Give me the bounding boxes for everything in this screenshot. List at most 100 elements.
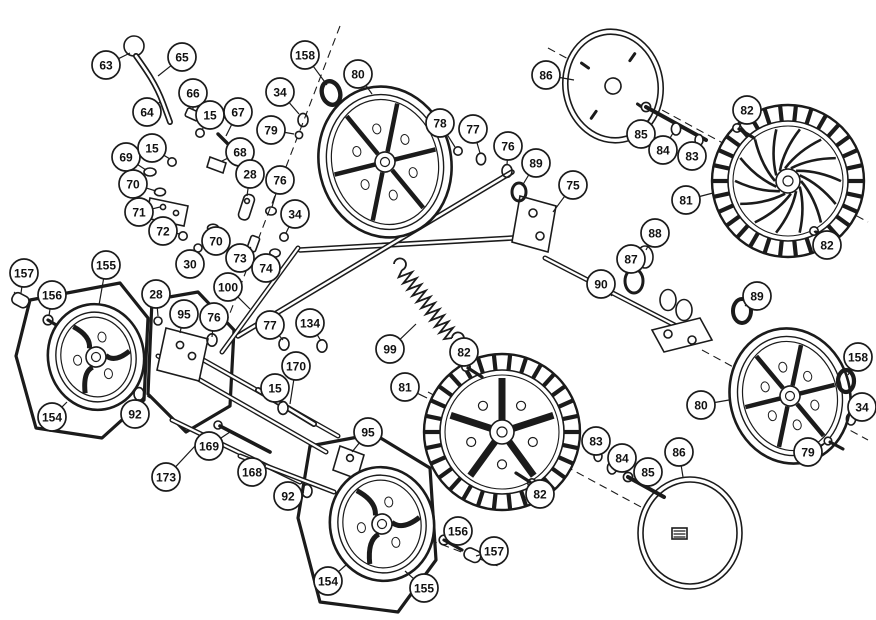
svg-text:65: 65 <box>175 50 189 64</box>
callout-70: 70 <box>201 226 231 256</box>
callout-15: 15 <box>137 133 171 163</box>
callout-82: 82 <box>525 479 555 509</box>
callout-79: 79 <box>256 115 295 145</box>
svg-text:84: 84 <box>656 143 670 157</box>
wheel-rear-right <box>728 327 852 465</box>
svg-text:76: 76 <box>207 310 221 324</box>
dust-cover-lower <box>637 476 743 590</box>
svg-text:95: 95 <box>361 425 375 439</box>
callout-76: 76 <box>199 302 229 338</box>
svg-text:79: 79 <box>264 123 278 137</box>
svg-text:155: 155 <box>96 258 116 272</box>
callout-68: 68 <box>221 137 255 167</box>
svg-text:70: 70 <box>209 234 223 248</box>
svg-text:82: 82 <box>533 487 547 501</box>
callout-158: 158 <box>290 40 328 86</box>
callout-86: 86 <box>664 437 694 478</box>
callout-156: 156 <box>37 280 67 317</box>
callout-76: 76 <box>493 131 523 166</box>
callout-83: 83 <box>581 426 611 456</box>
callout-99: 99 <box>375 323 417 364</box>
callout-173: 173 <box>151 445 196 492</box>
svg-text:28: 28 <box>149 287 163 301</box>
svg-text:66: 66 <box>186 86 200 100</box>
svg-text:15: 15 <box>145 141 159 155</box>
callout-65: 65 <box>157 42 197 77</box>
svg-text:95: 95 <box>177 307 191 321</box>
svg-text:64: 64 <box>140 105 154 119</box>
callout-75: 75 <box>552 170 588 213</box>
svg-text:83: 83 <box>589 434 603 448</box>
svg-text:76: 76 <box>501 139 515 153</box>
wheel-rear-left <box>328 465 436 583</box>
svg-text:82: 82 <box>740 103 754 117</box>
callout-134: 134 <box>295 308 325 342</box>
callout-84: 84 <box>648 132 678 165</box>
callout-95: 95 <box>351 417 383 453</box>
callout-34: 34 <box>265 77 300 115</box>
callout-80: 80 <box>686 390 730 420</box>
callout-81: 81 <box>671 185 714 215</box>
handle-assembly <box>123 35 289 258</box>
callout-74: 74 <box>251 253 281 283</box>
svg-text:34: 34 <box>288 207 302 221</box>
svg-text:173: 173 <box>156 470 176 484</box>
tension-spring <box>393 257 465 345</box>
callout-64: 64 <box>132 97 162 127</box>
callout-34: 34 <box>280 199 310 234</box>
svg-text:15: 15 <box>268 381 282 395</box>
callout-67: 67 <box>223 97 253 137</box>
handle-knob <box>123 35 145 57</box>
callout-157: 157 <box>475 536 509 566</box>
callout-79: 79 <box>793 437 826 467</box>
knobby-tire-upper-right <box>710 103 866 259</box>
callout-156: 156 <box>443 516 473 546</box>
wheel-front-upper <box>317 85 453 239</box>
front-axle-parts <box>294 79 343 140</box>
callout-88: 88 <box>640 218 670 251</box>
svg-text:92: 92 <box>281 489 295 503</box>
callout-70: 70 <box>118 169 157 199</box>
callout-28: 28 <box>141 279 171 317</box>
callout-82: 82 <box>812 230 842 260</box>
wheels-and-spring <box>46 85 866 583</box>
svg-text:89: 89 <box>529 156 543 170</box>
callout-80: 80 <box>343 59 373 95</box>
svg-text:87: 87 <box>624 252 638 266</box>
callout-15: 15 <box>195 100 225 131</box>
svg-text:156: 156 <box>448 524 468 538</box>
callout-15: 15 <box>260 373 290 404</box>
svg-text:71: 71 <box>132 205 146 219</box>
callout-66: 66 <box>178 78 208 110</box>
svg-text:170: 170 <box>286 359 306 373</box>
svg-text:84: 84 <box>615 451 629 465</box>
callout-71: 71 <box>124 197 161 227</box>
svg-text:99: 99 <box>383 342 397 356</box>
svg-text:80: 80 <box>694 398 708 412</box>
svg-text:80: 80 <box>351 67 365 81</box>
callout-73: 73 <box>225 243 255 273</box>
svg-text:169: 169 <box>199 439 219 453</box>
svg-text:157: 157 <box>484 544 504 558</box>
callout-82: 82 <box>732 95 762 129</box>
svg-text:85: 85 <box>634 127 648 141</box>
svg-text:30: 30 <box>183 257 197 271</box>
svg-text:70: 70 <box>126 177 140 191</box>
callout-154: 154 <box>37 401 68 432</box>
svg-text:85: 85 <box>641 465 655 479</box>
callout-95: 95 <box>169 299 199 334</box>
svg-text:82: 82 <box>820 238 834 252</box>
svg-text:28: 28 <box>243 167 257 181</box>
svg-text:168: 168 <box>242 465 262 479</box>
wheel-front-left <box>46 302 146 412</box>
svg-text:72: 72 <box>156 224 170 238</box>
svg-text:89: 89 <box>750 289 764 303</box>
svg-text:76: 76 <box>273 173 287 187</box>
svg-text:86: 86 <box>539 68 553 82</box>
callout-86: 86 <box>531 60 575 90</box>
svg-text:68: 68 <box>233 145 247 159</box>
callout-157: 157 <box>9 258 39 294</box>
callout-77: 77 <box>255 310 285 341</box>
upper-axle-bolt <box>640 101 708 147</box>
parts-artwork <box>11 28 753 590</box>
